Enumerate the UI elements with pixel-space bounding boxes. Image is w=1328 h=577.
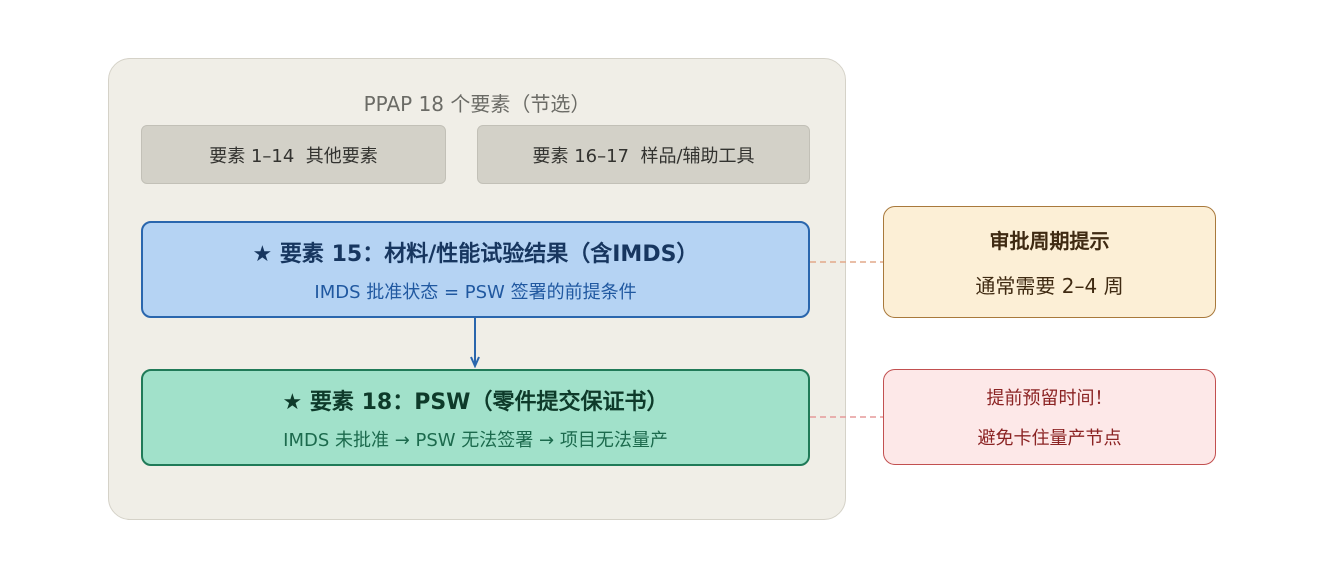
elements-16-17-box: 要素 16–17 样品/辅助工具 [477, 125, 810, 184]
approval-cycle-title: 审批周期提示 [989, 229, 1110, 253]
elements-16-17-label: 要素 16–17 样品/辅助工具 [532, 145, 755, 167]
reserve-time-text: 避免卡住量产节点 [977, 428, 1122, 449]
approval-cycle-text: 通常需要 2–4 周 [975, 274, 1124, 298]
element-18-title: ★ 要素 18：PSW（零件提交保证书） [282, 389, 669, 415]
elements-1-14-box: 要素 1–14 其他要素 [141, 125, 446, 184]
element-18-subtitle: IMDS 未批准 → PSW 无法签署 → 项目无法量产 [283, 429, 668, 451]
element-15-subtitle: IMDS 批准状态 = PSW 签署的前提条件 [314, 281, 637, 303]
container-title: PPAP 18 个要素（节选） [363, 92, 591, 116]
element-15-title: ★ 要素 15：材料/性能试验结果（含IMDS） [252, 241, 699, 267]
element-15-box: ★ 要素 15：材料/性能试验结果（含IMDS） IMDS 批准状态 = PSW… [141, 221, 810, 318]
reserve-time-title: 提前预留时间！ [986, 388, 1113, 409]
element-18-box: ★ 要素 18：PSW（零件提交保证书） IMDS 未批准 → PSW 无法签署… [141, 369, 810, 466]
elements-1-14-label: 要素 1–14 其他要素 [209, 145, 378, 167]
reserve-time-note: 提前预留时间！ 避免卡住量产节点 [883, 369, 1216, 465]
approval-cycle-note: 审批周期提示 通常需要 2–4 周 [883, 206, 1216, 318]
